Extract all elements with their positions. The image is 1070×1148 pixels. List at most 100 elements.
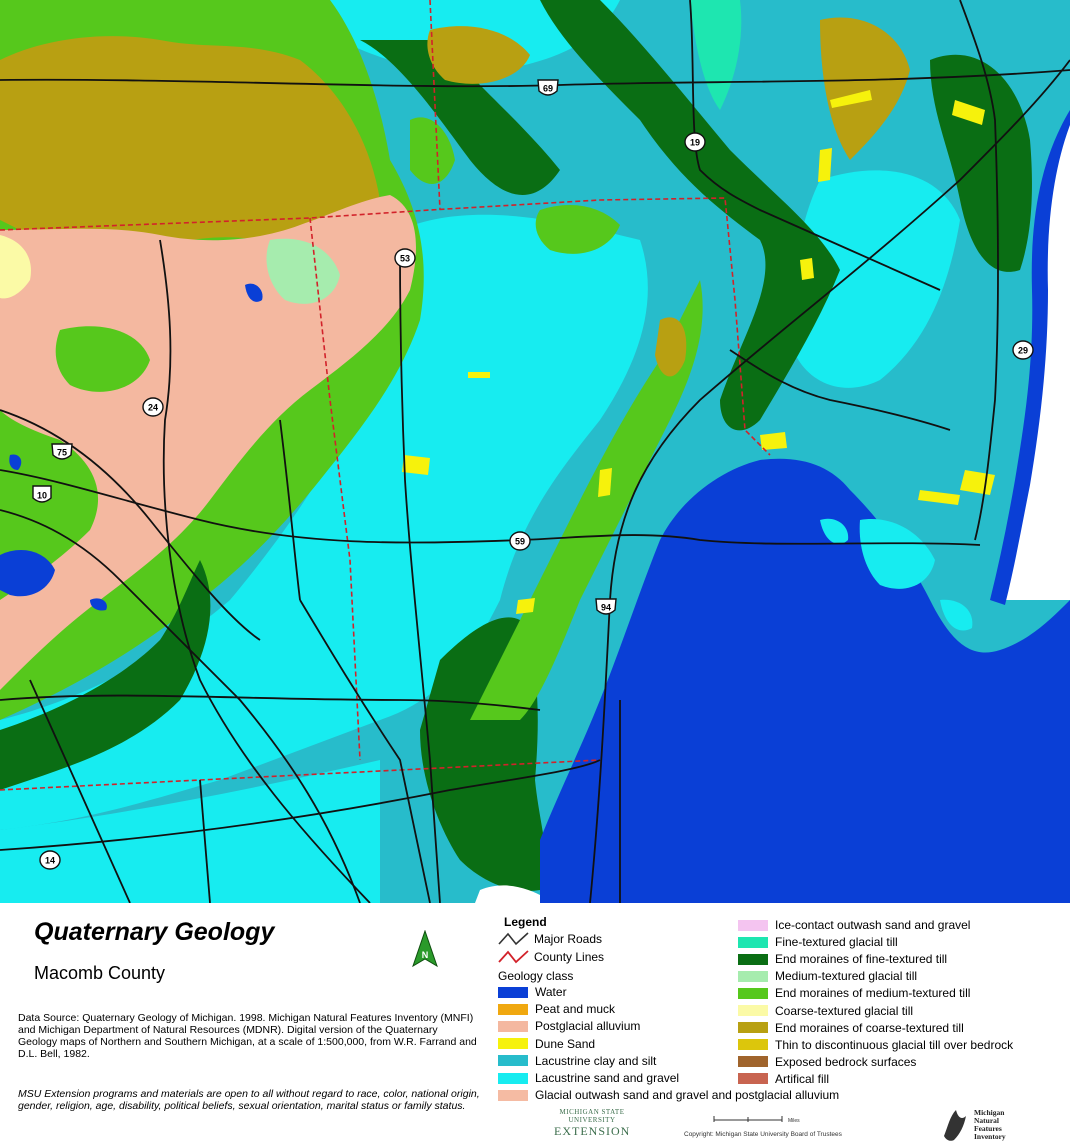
map-coarse-moraine-east: [427, 26, 530, 84]
route-marker-label: 75: [57, 448, 67, 458]
route-marker-94: 94: [595, 598, 617, 615]
legend-swatch: [498, 1020, 528, 1032]
scale-bar: Miles: [713, 1116, 800, 1124]
legend-major-roads-label: Major Roads: [534, 932, 603, 946]
route-shield-icon: [142, 397, 164, 417]
legend-major-roads: Major Roads: [498, 932, 602, 946]
route-shield-icon: [1012, 340, 1034, 360]
legend-class-item: Artifical fill: [738, 1072, 829, 1086]
route-shield-icon: [51, 443, 73, 460]
map-dune-sand: [918, 490, 960, 505]
route-marker-59: 59: [509, 531, 531, 551]
map-subtitle: Macomb County: [34, 963, 166, 983]
legend-class-label: Peat and muck: [535, 1002, 616, 1017]
mnfi-logo-line2: Natural: [974, 1116, 999, 1125]
legend-class-label: Artifical fill: [775, 1071, 830, 1086]
mnfi-logo: Michigan Natural Features Inventory: [944, 1108, 1006, 1141]
legend-class-label: Fine-textured glacial till: [775, 935, 898, 950]
map-coarse-moraine-east: [655, 317, 687, 377]
legend-class-label: Glacial outwash sand and gravel and post…: [535, 1088, 840, 1103]
major-roads-icon: [498, 932, 529, 946]
map-fine-moraine-band: [540, 0, 840, 431]
map-medium-till-west: [55, 326, 150, 392]
map-dune-sand: [818, 148, 832, 182]
map-dune-sand: [402, 455, 430, 475]
legend-class-item: End moraines of coarse-textured till: [738, 1021, 964, 1035]
legend-class-item: Lacustrine sand and gravel: [498, 1071, 679, 1085]
legend-swatch: [738, 1005, 768, 1016]
legend-class-item: Dune Sand: [498, 1037, 595, 1051]
route-marker-24: 24: [142, 397, 164, 417]
map-dune-sand: [468, 372, 490, 378]
north-arrow-label: N: [422, 950, 429, 960]
route-marker-69: 69: [537, 79, 559, 96]
legend-class-item: Ice-contact outwash sand and gravel: [738, 918, 970, 932]
route-marker-19: 19: [684, 132, 706, 152]
legend-heading: Legend: [504, 915, 547, 929]
route-shield-icon: [509, 531, 531, 551]
legend-class-item: Fine-textured glacial till: [738, 935, 898, 949]
legend-class-item: Exposed bedrock surfaces: [738, 1055, 916, 1069]
legend-class-item: Postglacial alluvium: [498, 1019, 640, 1033]
route-shield-icon: [39, 850, 61, 870]
route-marker-label: 19: [690, 138, 700, 148]
map-delta-island: [859, 519, 935, 589]
map-medium-till-west: [266, 238, 340, 304]
map-dune-sand: [952, 100, 985, 125]
legend-swatch: [498, 1003, 528, 1015]
legend-class-item: End moraines of fine-textured till: [738, 952, 947, 966]
legend-swatch: [738, 1056, 768, 1068]
mnfi-logo-line4: Inventory: [974, 1132, 1006, 1141]
route-marker-10: 10: [32, 485, 52, 503]
mnfi-logo-line3: Features: [974, 1124, 1002, 1133]
msu-extension-logo: MICHIGAN STATE UNIVERSITY EXTENSION: [554, 1108, 630, 1139]
legend-swatch: [498, 1038, 528, 1050]
legend-class-item: Lacustrine clay and silt: [498, 1054, 656, 1068]
legend-class-label: Ice-contact outwash sand and gravel: [775, 918, 971, 932]
legend-swatch: [738, 1022, 768, 1034]
map-water-lake: [0, 550, 55, 597]
route-marker-label: 14: [45, 856, 55, 866]
route-marker-label: 29: [1018, 346, 1028, 356]
map-water-lake: [245, 283, 263, 302]
route-marker-label: 10: [37, 491, 47, 501]
legend-swatch: [738, 919, 768, 931]
major-roads: [0, 0, 1070, 903]
map-dune-sand: [830, 90, 872, 108]
map-title: Quaternary Geology: [34, 918, 275, 946]
route-marker-53: 53: [394, 248, 416, 268]
legend-class-label: Lacustrine sand and gravel: [535, 1071, 680, 1085]
legend-swatch: [498, 986, 528, 998]
map-water-lake: [90, 598, 107, 611]
route-shield-icon: [537, 79, 559, 96]
map-water-lake: [9, 454, 22, 470]
legend-class-label: End moraines of medium-textured till: [775, 986, 971, 1001]
north-arrow-icon: N: [412, 930, 438, 968]
legend-geology-heading: Geology class: [498, 969, 573, 983]
map-delta-island: [820, 518, 849, 544]
route-marker-label: 24: [148, 403, 158, 413]
map-coarse-moraine-west: [0, 36, 380, 260]
map-dune-sand: [800, 258, 814, 280]
legend-geology-heading-label: Geology class: [498, 969, 574, 983]
route-shield-icon: [32, 485, 52, 503]
legend-swatch: [738, 936, 768, 948]
legend-class-item: Thin to discontinuous glacial till over …: [738, 1038, 1013, 1052]
legend-class-label: End moraines of coarse-textured till: [775, 1020, 964, 1035]
geology-map: 69 19 53 29 24 75 10 59 94 14: [0, 0, 1070, 903]
route-shield-icon: [595, 598, 617, 615]
legend-panel: [0, 903, 1070, 1148]
mnfi-logo-emblem: [944, 1110, 966, 1141]
county-lines: [0, 0, 771, 791]
map-coarse-moraine-east: [820, 17, 910, 160]
legend-class-item: Coarse-textured glacial till: [738, 1004, 913, 1018]
legend-class-label: Dune Sand: [535, 1036, 596, 1051]
legend-swatch: [498, 1072, 528, 1084]
msu-logo-line2: UNIVERSITY: [568, 1116, 616, 1124]
map-coarse-till-patch: [0, 240, 22, 290]
legend-class-item: Glacial outwash sand and gravel and post…: [498, 1088, 839, 1102]
route-marker-label: 53: [400, 254, 410, 264]
legend-class-item: Medium-textured glacial till: [738, 969, 917, 983]
map-medium-moraine-band: [535, 205, 620, 254]
legend-class-item: Peat and muck: [498, 1002, 615, 1016]
